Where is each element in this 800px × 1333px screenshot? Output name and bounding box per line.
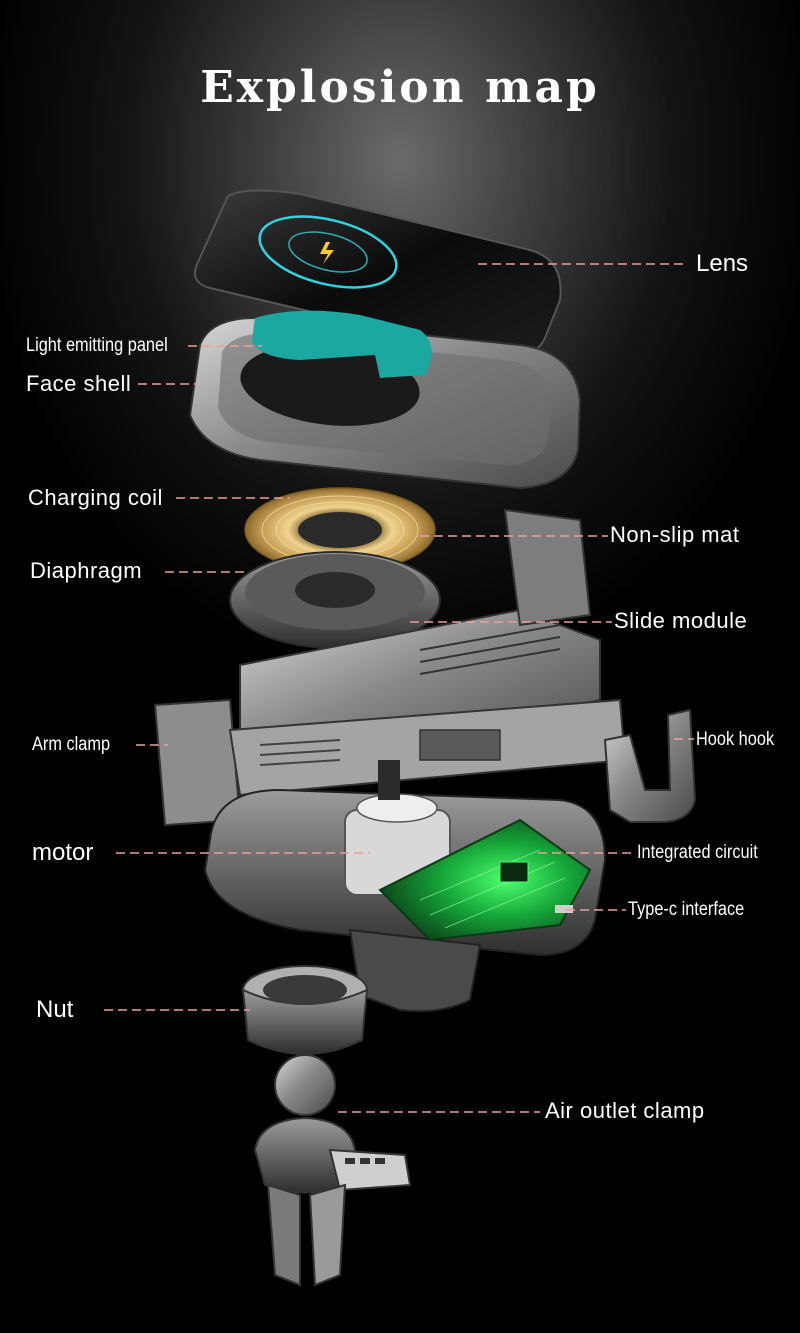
hook-part bbox=[603, 708, 697, 823]
label-non-slip-mat: Non-slip mat bbox=[610, 522, 740, 547]
label-charging-coil: Charging coil bbox=[28, 485, 163, 510]
face-shell-part bbox=[188, 310, 582, 490]
label-nut: Nut bbox=[36, 996, 74, 1023]
label-integrated-circuit: Integrated circuit bbox=[637, 842, 758, 863]
label-type-c-interface: Type-c interface bbox=[628, 899, 745, 920]
air-outlet-clamp-part bbox=[253, 1054, 412, 1287]
nut-part bbox=[241, 965, 369, 1055]
page-title: Explosion map bbox=[200, 62, 600, 113]
label-arm-clamp: Arm clamp bbox=[32, 734, 111, 755]
label-hook-hook: Hook hook bbox=[696, 729, 775, 750]
leader-lines bbox=[104, 263, 694, 1113]
charging-coil-part bbox=[244, 487, 436, 573]
label-light-emitting-panel: Light emitting panel bbox=[26, 335, 168, 356]
label-diaphragm: Diaphragm bbox=[30, 558, 143, 583]
circuit-board-part bbox=[378, 818, 592, 942]
lens-part bbox=[194, 189, 562, 358]
label-air-outlet-clamp: Air outlet clamp bbox=[545, 1098, 705, 1123]
label-slide-module: Slide module bbox=[614, 608, 748, 633]
label-lens: Lens bbox=[696, 250, 749, 277]
label-face-shell: Face shell bbox=[26, 371, 132, 396]
label-motor: motor bbox=[32, 839, 94, 866]
